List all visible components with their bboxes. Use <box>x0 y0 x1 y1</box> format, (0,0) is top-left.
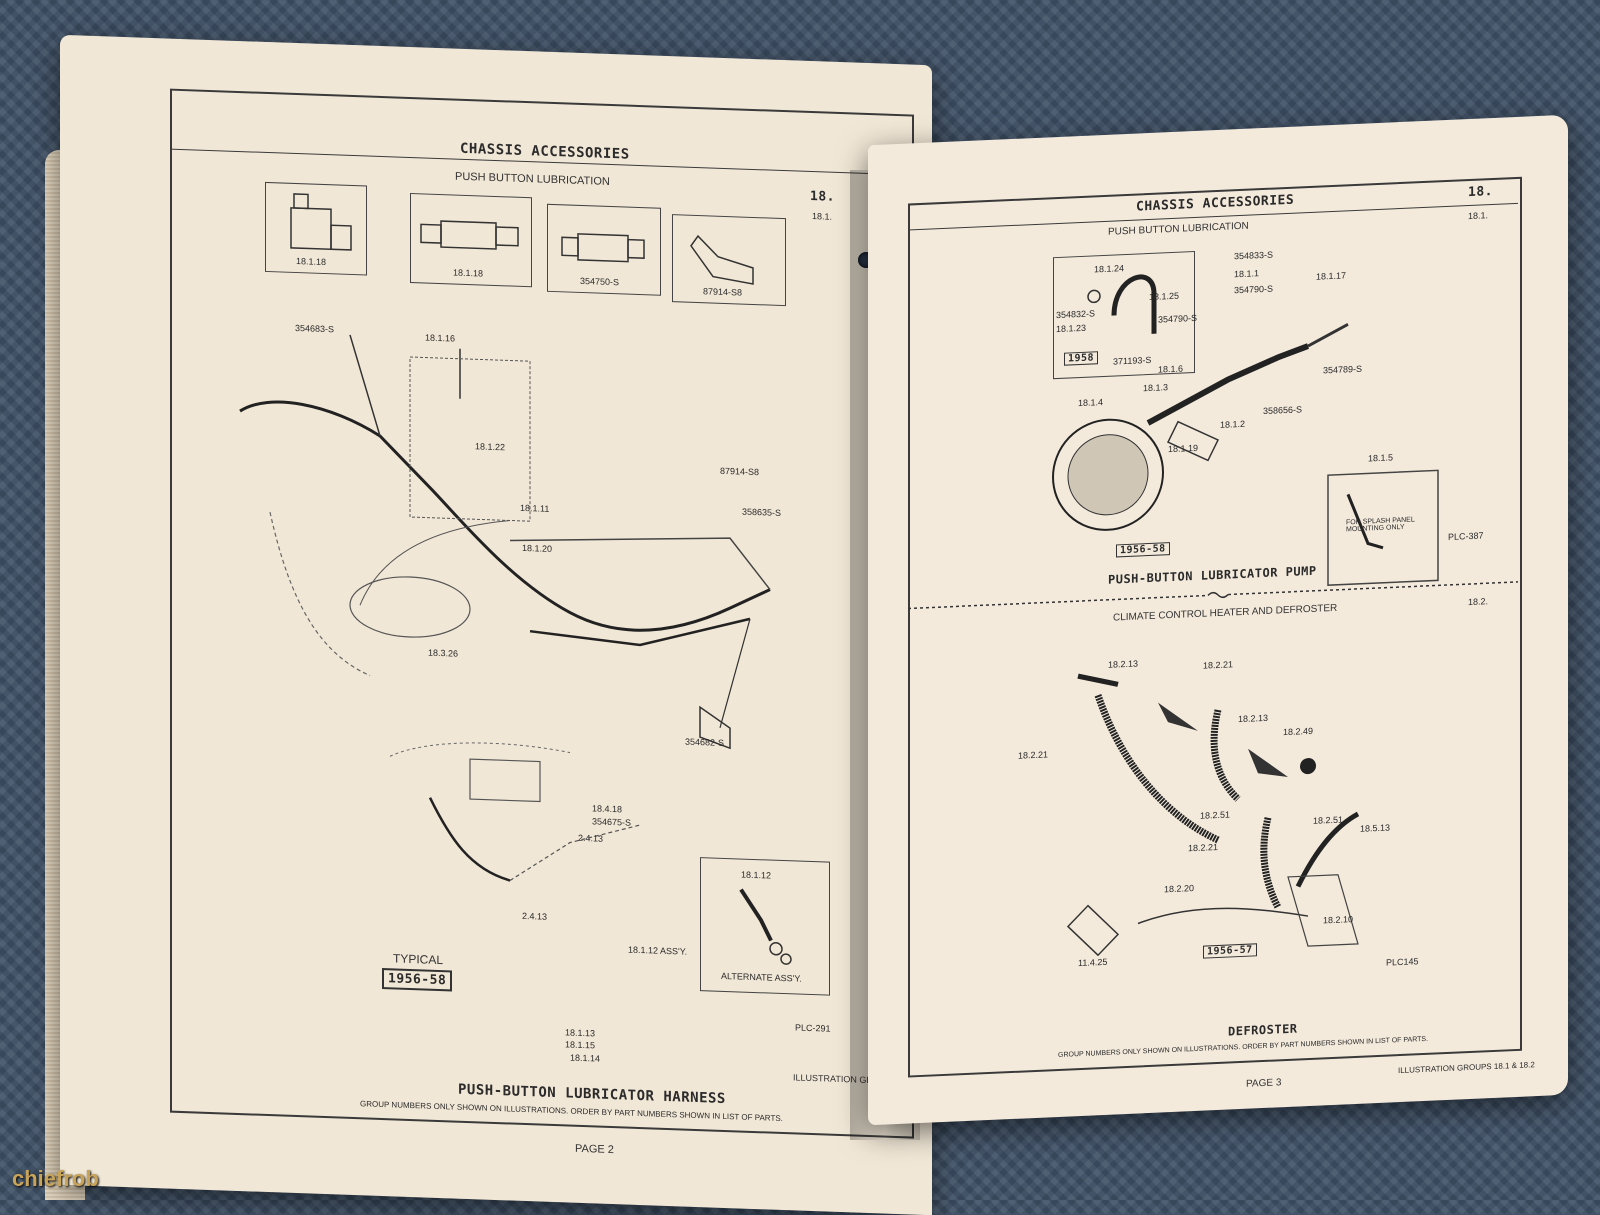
callout-2-4-13-b: 2.4.13 <box>522 910 548 922</box>
elbow-fitting-icon <box>690 234 754 285</box>
right-page-number: PAGE 3 <box>1246 1077 1282 1090</box>
year-badge-defroster: 1956-57 <box>1203 943 1257 959</box>
right-group-no: 18. <box>1468 183 1493 201</box>
part-box-1: 18.1.18 <box>265 181 367 276</box>
left-group-sub: 18.1. <box>812 211 833 222</box>
plc-145: PLC145 <box>1386 956 1419 968</box>
year-badge-pump: 1956-58 <box>1116 542 1170 558</box>
callout-18-1-20: 18.1.20 <box>522 542 553 554</box>
photographer-watermark: chiefrob <box>12 1166 99 1191</box>
callout-18-1-17: 18.1.17 <box>1316 270 1347 282</box>
callout-18-2-51-a: 18.2.51 <box>1200 809 1231 821</box>
coupling-icon <box>561 233 645 263</box>
callout-18-1-5: 18.1.5 <box>1368 452 1394 464</box>
callout-18-1-4: 18.1.4 <box>1078 397 1104 409</box>
year-badge-1956-58: 1956-58 <box>382 968 453 992</box>
part-box-3: 354750-S <box>547 203 661 296</box>
callout-18-1-3: 18.1.3 <box>1143 382 1169 394</box>
fitting-assembly-icon <box>739 888 792 965</box>
pump-inset-1958: 18.1.24 18.1.25 354832-S 18.1.23 1958 <box>1053 251 1195 380</box>
callout-354833-s: 354833-S <box>1234 249 1274 262</box>
right-page: CHASSIS ACCESSORIES 18. PUSH BUTTON LUBR… <box>868 114 1568 1126</box>
plc-387: PLC-387 <box>1448 530 1484 542</box>
callout-18-1-16: 18.1.16 <box>425 332 456 344</box>
callout-18-3-26: 18.3.26 <box>428 647 459 659</box>
part-box-4: 87914-S8 <box>672 214 786 307</box>
callout-11-4-25: 11.4.25 <box>1078 956 1108 969</box>
callout-18-2-20: 18.2.20 <box>1164 883 1195 895</box>
callout-354675-s: 354675-S <box>592 816 632 828</box>
callout-354683-s: 354683-S <box>295 322 335 335</box>
callout-358656-s: 358656-S <box>1263 404 1303 417</box>
callout-18-2-10: 18.2.10 <box>1323 914 1354 926</box>
callout-354790-s: 354790-S <box>1158 312 1198 325</box>
callout-371193-s: 371193-S <box>1113 354 1152 367</box>
typical-label: TYPICAL <box>393 951 444 968</box>
section-wavy-divider <box>908 581 1518 610</box>
callout-18-4-18: 18.4.18 <box>592 803 623 815</box>
part-box-1-label: 18.1.18 <box>296 256 327 268</box>
part-box-2-label: 18.1.18 <box>453 267 484 279</box>
callout-18-1-22: 18.1.22 <box>475 441 506 453</box>
callout-18-2-13-b: 18.2.13 <box>1238 712 1269 725</box>
connector-icon <box>420 220 519 250</box>
heater-group-no: 18.2. <box>1468 596 1489 608</box>
callout-354682-s: 354682-S <box>685 736 725 748</box>
callout-2-4-13-a: 2.4.13 <box>578 832 604 844</box>
right-group-sub: 18.1. <box>1468 210 1489 222</box>
alternate-assembly-box: 18.1.12 ALTERNATE ASS'Y. <box>700 857 830 996</box>
callout-354789-s: 354789-S <box>1323 363 1363 376</box>
callout-18-2-21-b: 18.2.21 <box>1018 749 1049 761</box>
callout-18-1-2: 18.1.2 <box>1220 418 1246 430</box>
fitting-icon <box>290 193 352 251</box>
callout-18-1-11: 18.1.11 <box>520 502 550 514</box>
plc-291: PLC-291 <box>795 1022 831 1034</box>
left-group-no: 18. <box>810 188 835 205</box>
callout-358635-s: 358635-S <box>742 506 782 518</box>
pump-hose-icon <box>1087 274 1157 334</box>
callout-18-1-6: 18.1.6 <box>1158 363 1184 375</box>
callout-18-1-19: 18.1.19 <box>1168 442 1199 455</box>
callout-18-2-13-a: 18.2.13 <box>1108 658 1139 670</box>
callout-18-2-21-c: 18.2.21 <box>1188 841 1219 854</box>
right-illustration-group: ILLUSTRATION GROUPS 18.1 & 18.2 <box>1398 1060 1535 1076</box>
callout-18-1-24: 18.1.24 <box>1094 263 1125 275</box>
part-box-2: 18.1.18 <box>410 192 532 288</box>
callout-18-5-13: 18.5.13 <box>1360 822 1391 834</box>
callout-18-1-1: 18.1.1 <box>1234 268 1260 280</box>
left-page-number: PAGE 2 <box>575 1142 614 1157</box>
callout-18-1-15: 18.1.15 <box>565 1039 596 1051</box>
callout-18-1-13: 18.1.13 <box>565 1027 596 1039</box>
callout-87914-s8: 87914-S8 <box>720 465 760 478</box>
callout-18-1-14: 18.1.14 <box>570 1052 601 1064</box>
callout-18-1-12-assy: 18.1.12 ASS'Y. <box>628 944 688 957</box>
pump-drawing <box>1052 323 1439 586</box>
callout-18-2-49: 18.2.49 <box>1283 725 1314 738</box>
left-page: CHASSIS ACCESSORIES PUSH BUTTON LUBRICAT… <box>60 34 932 1215</box>
callout-18-2-51-b: 18.2.51 <box>1313 814 1344 826</box>
callout-18-2-21-a: 18.2.21 <box>1203 659 1234 671</box>
harness-drawing <box>239 334 771 882</box>
callout-354790-s-b: 354790-S <box>1234 283 1274 296</box>
defroster-drawing <box>1066 673 1360 957</box>
